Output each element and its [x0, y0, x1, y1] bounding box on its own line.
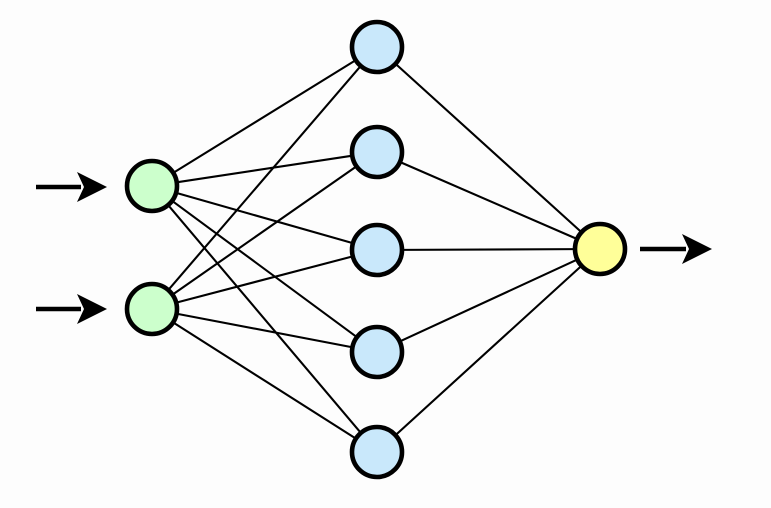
node-h1[interactable] [349, 19, 405, 75]
edge-h4-o1 [400, 259, 577, 342]
in-arrow-2-head [77, 294, 107, 324]
edge-i2-h5 [173, 322, 356, 439]
in-arrow-1-head [77, 172, 107, 202]
io-arrows-group [36, 172, 712, 324]
edge-i1-h3 [176, 192, 353, 244]
out-arrow-1-head [682, 234, 712, 264]
in-arrow-1 [36, 172, 107, 202]
node-i2[interactable] [124, 281, 180, 337]
node-h3[interactable] [349, 222, 405, 278]
edge-i2-h1 [168, 66, 361, 290]
node-h2[interactable] [349, 124, 405, 180]
edge-i1-h5 [168, 205, 361, 433]
edge-h3-o1 [402, 248, 575, 251]
edge-h5-o1 [395, 265, 582, 436]
edges-group [168, 59, 582, 439]
out-arrow-1 [640, 234, 712, 264]
edge-i2-h3 [176, 255, 353, 304]
in-arrow-2 [36, 294, 107, 324]
edge-i1-h4 [172, 200, 357, 338]
edge-i1-h1 [173, 59, 356, 174]
node-h4[interactable] [349, 324, 405, 380]
nodes-group [124, 19, 628, 480]
node-i1[interactable] [124, 158, 180, 214]
edge-i2-h2 [172, 166, 357, 295]
edge-i1-h2 [177, 154, 352, 184]
edge-i2-h4 [177, 312, 352, 349]
node-h5[interactable] [349, 424, 405, 480]
edge-h2-o1 [400, 161, 577, 240]
edge-h1-o1 [395, 63, 582, 233]
node-o1[interactable] [572, 221, 628, 277]
